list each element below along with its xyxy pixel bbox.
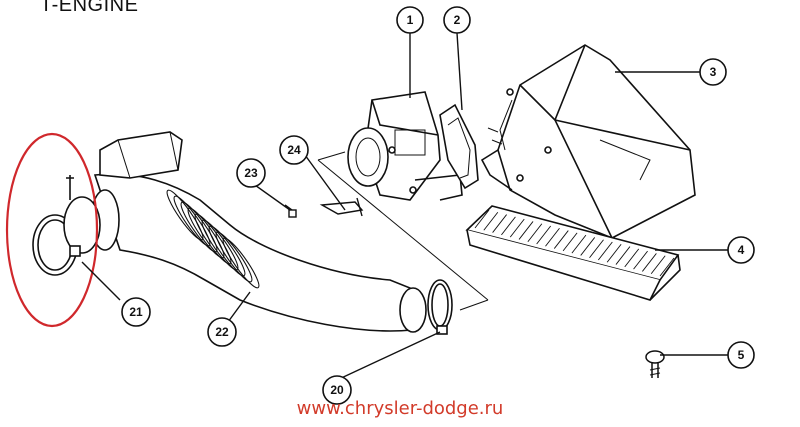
callout-2: 2 <box>443 6 471 34</box>
assembly-guide-lines <box>317 151 489 311</box>
svg-text:20: 20 <box>330 383 344 397</box>
air-flow-meter <box>347 91 463 201</box>
air-filter-element <box>465 205 681 301</box>
callout-3: 3 <box>699 58 727 86</box>
svg-text:5: 5 <box>738 348 745 362</box>
callout-24: 24 <box>279 135 309 165</box>
leader-lines <box>81 32 728 381</box>
intake-duct-hose <box>90 131 427 333</box>
callout-22: 22 <box>207 317 237 347</box>
callout-5: 5 <box>727 341 755 369</box>
svg-text:3: 3 <box>710 65 717 79</box>
callout-21: 21 <box>121 297 151 327</box>
callout-20: 20 <box>322 375 352 405</box>
gasket-seal <box>439 103 479 190</box>
svg-text:24: 24 <box>287 143 301 157</box>
watermark-url: www.chrysler-dodge.ru <box>296 398 504 419</box>
svg-text:22: 22 <box>215 325 229 339</box>
screw <box>284 204 297 218</box>
svg-text:21: 21 <box>129 305 143 319</box>
svg-text:1: 1 <box>407 13 414 27</box>
mounting-bolt <box>645 350 665 378</box>
callout-4: 4 <box>727 236 755 264</box>
hose-clamp-right <box>427 279 453 335</box>
highlight-circle <box>5 132 99 328</box>
diagram-title: T-ENGINE <box>40 0 139 16</box>
hose-clamp-left <box>32 175 101 276</box>
bracket-bolt <box>319 197 364 217</box>
callout-1: 1 <box>396 6 424 34</box>
air-cleaner-housing <box>480 44 696 239</box>
svg-text:2: 2 <box>454 13 461 27</box>
svg-text:4: 4 <box>738 243 745 257</box>
callout-23: 23 <box>236 158 266 188</box>
svg-text:23: 23 <box>244 166 258 180</box>
